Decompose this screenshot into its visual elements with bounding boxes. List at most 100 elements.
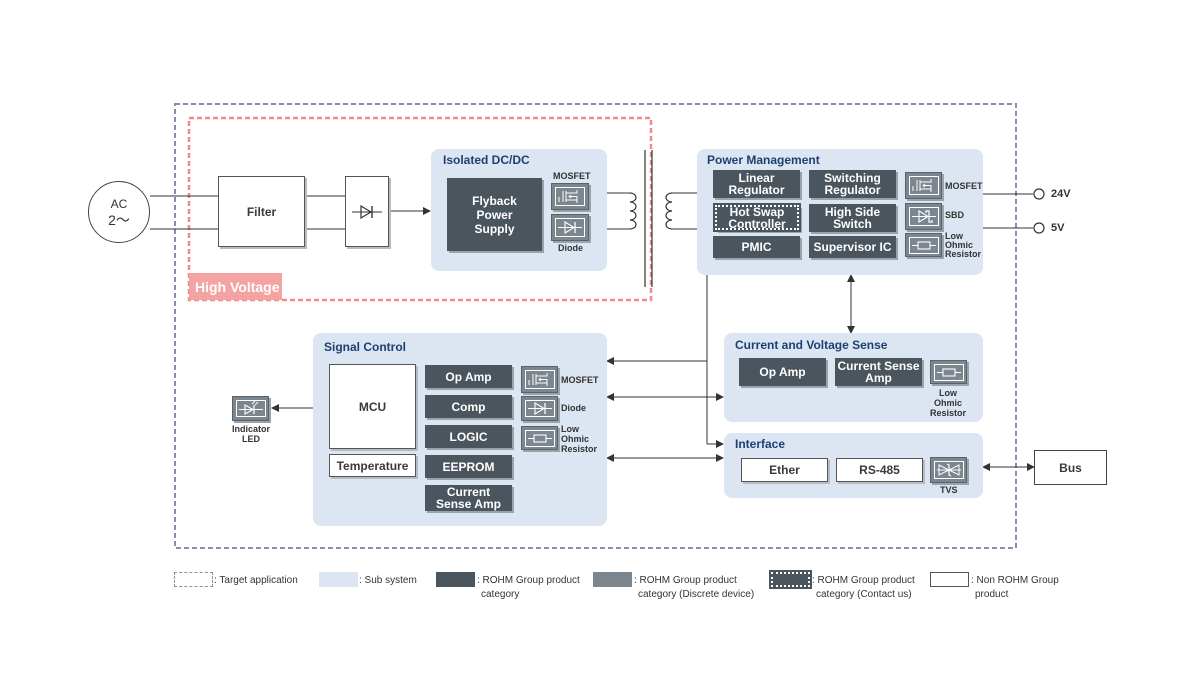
- switching-regulator: Switching Regulator: [809, 170, 896, 198]
- pm-low-ohmic-label-1: Low: [945, 231, 963, 241]
- mcu-block: MCU: [329, 364, 416, 449]
- resistor-icon: [934, 364, 964, 381]
- rectifier-block: [345, 176, 389, 247]
- tvs-label: TVS: [940, 485, 958, 495]
- hot-swap-controller: Hot Swap Controller: [713, 203, 801, 232]
- signal-mosfet-label: MOSFET: [561, 375, 599, 385]
- power-management-title: Power Management: [707, 153, 820, 167]
- pmic-block: PMIC: [713, 236, 800, 258]
- high-side-switch: High Side Switch: [809, 204, 896, 232]
- isolated-diode-device: [551, 214, 589, 241]
- legend-discrete-label-1: : ROHM Group product: [634, 575, 737, 586]
- legend-non-rohm-label-1: : Non ROHM Group: [971, 575, 1059, 586]
- linear-regulator: Linear Regulator: [713, 170, 800, 198]
- high-side-line2: Switch: [833, 217, 872, 231]
- legend-non-rohm-label-2: product: [975, 589, 1009, 600]
- output-24v-label: 24V: [1051, 188, 1071, 200]
- output-5v-label: 5V: [1051, 222, 1065, 234]
- signal-diode-device: [521, 396, 558, 421]
- legend-rohm-label-1: : ROHM Group product: [477, 575, 580, 586]
- legend-non-rohm-swatch: [930, 572, 969, 587]
- cvs-csa-line2: Amp: [865, 371, 892, 385]
- resistor-icon: [525, 430, 555, 447]
- flyback-line1: Flyback: [472, 193, 517, 208]
- signal-eeprom: EEPROM: [425, 455, 512, 478]
- isolated-diode-label: Diode: [558, 243, 584, 253]
- tvs-device: [930, 457, 967, 483]
- legend-target-label: : Target application: [214, 575, 298, 586]
- schottky-diode-icon: [909, 207, 939, 226]
- pm-sbd-label: SBD: [945, 210, 965, 220]
- isolated-dcdc-title: Isolated DC/DC: [443, 153, 530, 167]
- legend-subsystem-swatch: [319, 572, 358, 587]
- ac-source: [88, 181, 150, 243]
- linear-regulator-line2: Regulator: [728, 183, 785, 197]
- filter-block: Filter: [218, 176, 305, 247]
- rs485-block: RS-485: [836, 458, 923, 482]
- legend-discrete-label-2: category (Discrete device): [638, 589, 755, 600]
- legend-discrete-swatch: [593, 572, 632, 587]
- high-voltage-tag: [189, 273, 282, 300]
- flyback-power-supply: Flyback Power Supply: [447, 178, 542, 251]
- signal-op-amp: Op Amp: [425, 365, 512, 388]
- legend-rohm-label-2: category: [481, 589, 520, 600]
- current-voltage-sense-title: Current and Voltage Sense: [735, 338, 888, 352]
- hot-swap-line2: Controller: [728, 216, 786, 231]
- signal-csa-line1: Current: [446, 485, 491, 499]
- switching-regulator-line1: Switching: [824, 171, 881, 185]
- isolated-mosfet-label: MOSFET: [553, 171, 591, 181]
- interface-title: Interface: [735, 437, 786, 451]
- switching-regulator-line2: Regulator: [824, 183, 881, 197]
- legend-contact-label-1: : ROHM Group product: [812, 575, 915, 586]
- cvs-low-ohmic-label-3: Resistor: [929, 408, 966, 418]
- signal-low-ohmic-label-1: Low: [561, 424, 579, 434]
- cvs-csa-line1: Current Sense: [837, 359, 920, 373]
- cvs-current-sense-amp: Current Sense Amp: [835, 358, 922, 386]
- pm-mosfet-label: MOSFET: [945, 181, 983, 191]
- high-side-line1: High Side: [824, 205, 881, 219]
- flyback-line2: Power: [476, 207, 513, 222]
- hot-swap-line1: Hot Swap: [729, 204, 785, 219]
- output-24v-terminal: [1033, 188, 1045, 200]
- legend-subsystem-label: : Sub system: [359, 575, 417, 586]
- signal-current-sense-amp: Current Sense Amp: [425, 485, 512, 511]
- cvs-resistor-device: [930, 360, 967, 384]
- flyback-line3: Supply: [474, 221, 515, 236]
- signal-low-ohmic-label-2: Ohmic: [561, 434, 590, 444]
- mosfet-icon: [909, 176, 939, 195]
- high-voltage-label: High Voltage: [195, 279, 280, 295]
- pm-low-ohmic-label-2: Ohmic: [945, 240, 974, 250]
- diode-icon: [525, 400, 555, 417]
- indicator-led-device: [232, 396, 269, 421]
- bus-block: Bus: [1034, 450, 1107, 485]
- high-voltage-border: [187, 116, 653, 302]
- signal-mosfet-device: [521, 366, 558, 393]
- legend-rohm-swatch: [436, 572, 475, 587]
- legend-target-swatch: [174, 572, 213, 587]
- cvs-low-ohmic-label-2: Ohmic: [933, 398, 962, 408]
- cvs-op-amp: Op Amp: [739, 358, 826, 386]
- target-application-border: [174, 103, 1017, 549]
- signal-csa-line2: Sense Amp: [436, 497, 501, 511]
- indicator-led-label-1: Indicator: [231, 424, 270, 434]
- rectifier-diode-icon: [352, 204, 382, 219]
- ether-block: Ether: [741, 458, 828, 482]
- signal-control-title: Signal Control: [324, 340, 406, 354]
- transformer-secondary-coil: [665, 192, 673, 230]
- isolated-mosfet-device: [551, 183, 589, 210]
- signal-logic: LOGIC: [425, 425, 512, 448]
- temperature-sensor: Temperature: [329, 454, 416, 477]
- legend-contact-label-2: category (Contact us): [816, 589, 912, 600]
- tvs-diode-icon: [934, 461, 964, 479]
- ac-frequency-label: 2～: [108, 212, 130, 228]
- mosfet-icon: [525, 370, 555, 389]
- output-5v-terminal: [1033, 222, 1045, 234]
- signal-low-ohmic-label-3: Resistor: [561, 444, 598, 454]
- pm-sbd-device: [905, 203, 942, 230]
- ac-label: AC: [110, 197, 128, 211]
- indicator-led-label-2: LED: [242, 434, 260, 444]
- diode-icon: [555, 218, 585, 237]
- pm-resistor-device: [905, 233, 942, 257]
- linear-regulator-line1: Linear: [738, 171, 775, 185]
